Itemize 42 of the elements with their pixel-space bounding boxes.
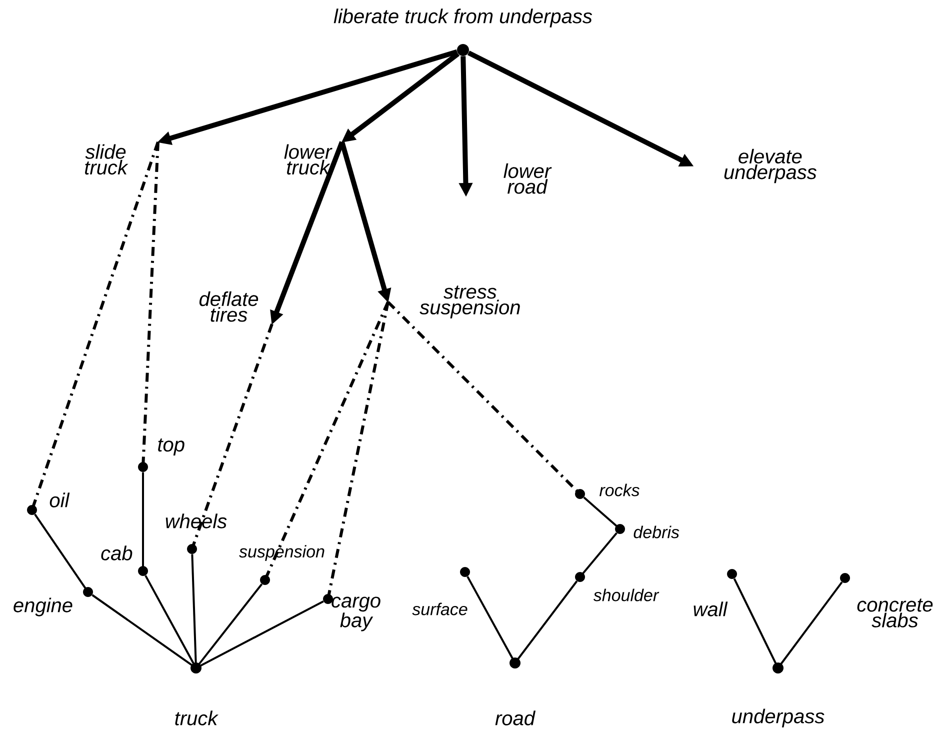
node-label: top <box>158 438 184 456</box>
goal-label: deflate tires <box>199 291 258 322</box>
line <box>34 514 86 590</box>
goal-label: stress suspension <box>420 286 520 318</box>
node-label: surface <box>412 602 468 616</box>
node-label: liberate truck from underpass <box>334 8 592 28</box>
line <box>780 582 843 665</box>
line <box>466 576 514 660</box>
node-label: suspension <box>239 545 324 561</box>
node-label: wheels <box>166 514 227 528</box>
line <box>198 583 263 665</box>
goal-label: elevate underpass <box>724 148 816 184</box>
line <box>733 578 777 664</box>
node-label: engine <box>14 598 72 616</box>
line <box>200 600 324 667</box>
node-label: wall <box>694 602 728 616</box>
line <box>191 554 197 664</box>
line <box>144 575 195 664</box>
dash-dot-line <box>327 302 390 596</box>
dash-dot-line <box>265 301 390 577</box>
line <box>142 472 144 567</box>
line <box>583 496 618 527</box>
line <box>517 580 578 660</box>
dash-dot-line <box>386 300 578 492</box>
dash-dot-line <box>192 324 274 546</box>
line <box>92 594 193 666</box>
node-label: rocks <box>600 484 640 496</box>
node-label: truck <box>175 710 218 726</box>
node-label: shoulder <box>593 588 660 602</box>
node-label: oil <box>50 492 70 508</box>
goal-label: lower road <box>504 163 552 194</box>
node-label: concrete slabs <box>857 598 933 628</box>
node-label: cab <box>101 546 132 560</box>
goal-label: lower truck <box>284 144 332 175</box>
goal-label: slide truck <box>85 144 128 175</box>
node-label: underpass <box>732 708 824 728</box>
node-label: cargo bay <box>332 596 380 632</box>
dash-dot-line <box>32 142 160 507</box>
node-label: road <box>495 710 536 726</box>
line <box>582 532 618 574</box>
dash-dot-line <box>142 142 160 463</box>
node-label: debris <box>634 526 680 538</box>
